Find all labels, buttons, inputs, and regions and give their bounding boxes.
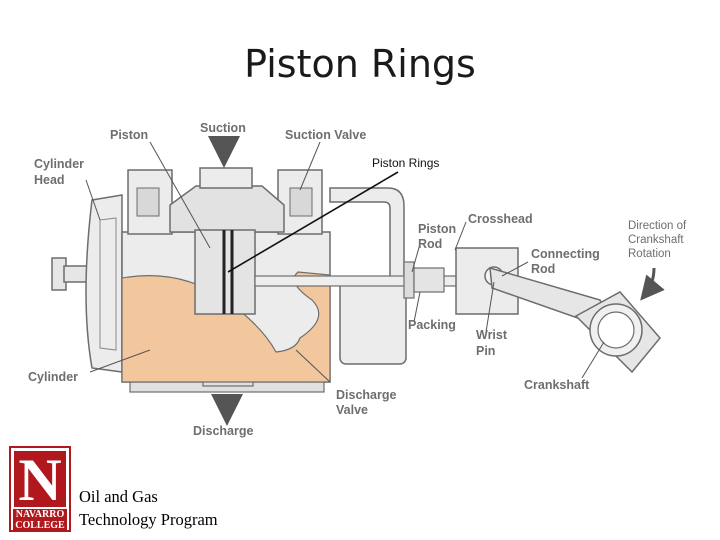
crankshaft [574,291,661,374]
packing [403,261,445,299]
rotation-arrow-icon [640,267,665,301]
label-crankshaft: Crankshaft [524,378,590,392]
label-wrist-pin-line1: Wrist [476,328,508,342]
logo-line2: COLLEGE [13,520,67,531]
label-suction-valve: Suction Valve [285,128,366,142]
cylinder-head [85,194,123,373]
label-discharge-valve-line1: Discharge [336,388,396,402]
logo-letter: N [14,450,66,510]
label-discharge: Discharge [193,424,253,438]
program-name-line2: Technology Program [79,510,218,529]
label-piston-rod-line1: Piston [418,222,456,236]
label-connecting-rod-line2: Rod [531,262,555,276]
label-direction-line2: Crankshaft [628,234,684,246]
label-piston: Piston [110,128,148,142]
label-direction-line3: Rotation [628,248,671,260]
label-cylinder: Cylinder [28,370,78,384]
label-crosshead: Crosshead [468,212,533,226]
label-connecting-rod-line1: Connecting [531,247,600,261]
piston [194,229,256,315]
label-direction-line1: Direction of [628,220,687,232]
label-cylinder-head-line1: Cylinder [34,157,84,171]
leader-lines [85,141,605,383]
label-packing: Packing [408,318,456,332]
label-wrist-pin-line2: Pin [476,344,495,358]
label-piston-rings: Piston Rings [372,156,439,170]
slide-title: Piston Rings [244,42,476,86]
logo-line1: NAVARRO [13,509,67,520]
label-piston-rod-line2: Rod [418,237,442,251]
navarro-college-logo: N NAVARRO COLLEGE [9,446,71,532]
label-discharge-valve-line2: Valve [336,403,368,417]
discharge-pipe [329,187,407,365]
label-suction: Suction [200,121,246,135]
program-name-line1: Oil and Gas [79,487,158,506]
program-name: Oil and Gas Technology Program [79,485,218,531]
label-cylinder-head-line2: Head [34,173,65,187]
hand-wheel [51,257,93,291]
